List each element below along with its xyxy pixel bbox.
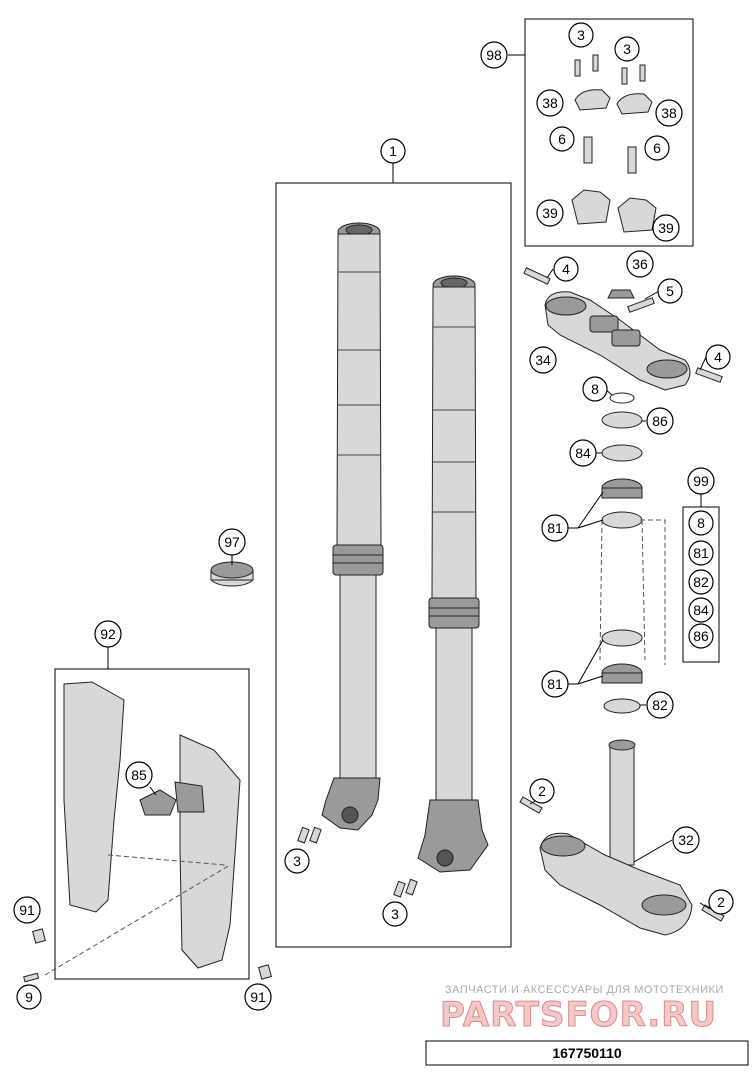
svg-text:2: 2 [717,894,725,910]
axle-clamp-screws [297,826,418,898]
callout-9: 9 [16,984,42,1010]
svg-text:38: 38 [542,95,558,111]
callout-82: 82 [646,691,674,719]
callout-6-a: 6 [549,126,575,152]
svg-text:81: 81 [547,520,563,536]
callout-4-b: 4 [705,344,731,370]
callout-5: 5 [657,278,683,304]
upper-triple-clamp [544,291,691,391]
svg-text:86: 86 [652,413,668,429]
callout-3-b: 3 [614,36,640,62]
watermark-subtitle: ЗАПЧАСТИ И АКСЕССУАРЫ ДЛЯ МОТОТЕХНИКИ [445,984,724,996]
kit-99-item-81: 81 [688,540,714,566]
callout-81-b: 81 [541,670,569,698]
callout-3-d: 3 [382,901,408,927]
callout-4-a: 4 [553,256,579,282]
drawing-code: 167750110 [552,1045,622,1061]
callout-85: 85 [125,761,153,789]
callout-38-b: 38 [655,99,683,127]
svg-text:81: 81 [547,676,563,692]
svg-text:84: 84 [693,602,709,618]
svg-text:99: 99 [693,473,709,489]
svg-text:2: 2 [538,783,546,799]
callout-3-c: 3 [284,848,310,874]
kit-99-item-86: 86 [688,623,714,649]
kit-99-item-84: 84 [688,597,714,623]
svg-text:3: 3 [293,853,301,869]
svg-text:4: 4 [714,349,722,365]
callout-3-a: 3 [568,22,594,48]
clamp-bolts [523,267,723,383]
svg-text:92: 92 [100,626,116,642]
svg-text:91: 91 [250,989,266,1005]
svg-text:6: 6 [653,140,661,156]
drawing-code-box [425,1040,749,1066]
callout-1: 1 [380,138,406,164]
callout-84: 84 [569,439,597,467]
handlebar-clamp-parts [571,54,657,233]
svg-text:86: 86 [693,628,709,644]
svg-text:84: 84 [575,445,591,461]
steering-bearing-parts [599,392,666,714]
callout-39-a: 39 [536,199,564,227]
svg-text:82: 82 [652,697,668,713]
kit-99-item-82: 82 [688,569,714,595]
callout-39-b: 39 [652,214,680,242]
callout-32: 32 [672,826,700,854]
svg-text:39: 39 [542,205,558,221]
callout-97: 97 [218,528,246,556]
callout-38-a: 38 [536,89,564,117]
svg-text:3: 3 [391,906,399,922]
callout-99: 99 [687,467,715,495]
svg-text:81: 81 [693,545,709,561]
watermark-brand: PARTSFOR.RU [440,995,717,1035]
svg-text:3: 3 [577,27,585,43]
callout-92: 92 [94,620,122,648]
callout-6-b: 6 [644,135,670,161]
svg-text:39: 39 [658,220,674,236]
svg-text:5: 5 [666,283,674,299]
callout-2-a: 2 [529,778,555,804]
callout-2-b: 2 [708,889,734,915]
leader-lines [107,54,711,910]
callout-81-a: 81 [541,514,569,542]
svg-text:1: 1 [389,143,397,159]
svg-text:97: 97 [224,534,240,550]
svg-text:9: 9 [25,989,33,1005]
callout-91-a: 91 [13,896,41,924]
callout-86: 86 [646,407,674,435]
svg-text:85: 85 [131,767,147,783]
callout-36: 36 [626,250,654,278]
svg-text:82: 82 [693,574,709,590]
lower-triple-clamp [519,739,725,936]
fork-leg-left [321,222,384,831]
fork-leg-right [417,275,489,873]
callout-91-b: 91 [244,983,272,1011]
fork-nut-97 [210,561,254,587]
callout-8: 8 [582,376,608,402]
svg-text:3: 3 [623,41,631,57]
svg-text:6: 6 [558,131,566,147]
svg-text:8: 8 [591,381,599,397]
svg-text:36: 36 [632,256,648,272]
fork-guards [23,681,272,983]
kit-99-item-8: 8 [688,510,714,536]
callout-34: 34 [529,346,557,374]
svg-text:38: 38 [661,105,677,121]
group-92-box [54,668,250,980]
callout-98: 98 [480,41,508,69]
svg-text:34: 34 [535,352,551,368]
svg-text:91: 91 [19,902,35,918]
svg-text:4: 4 [562,261,570,277]
svg-text:98: 98 [486,47,502,63]
svg-text:32: 32 [678,832,694,848]
group-98-box [524,18,694,247]
svg-text:8: 8 [697,515,705,531]
